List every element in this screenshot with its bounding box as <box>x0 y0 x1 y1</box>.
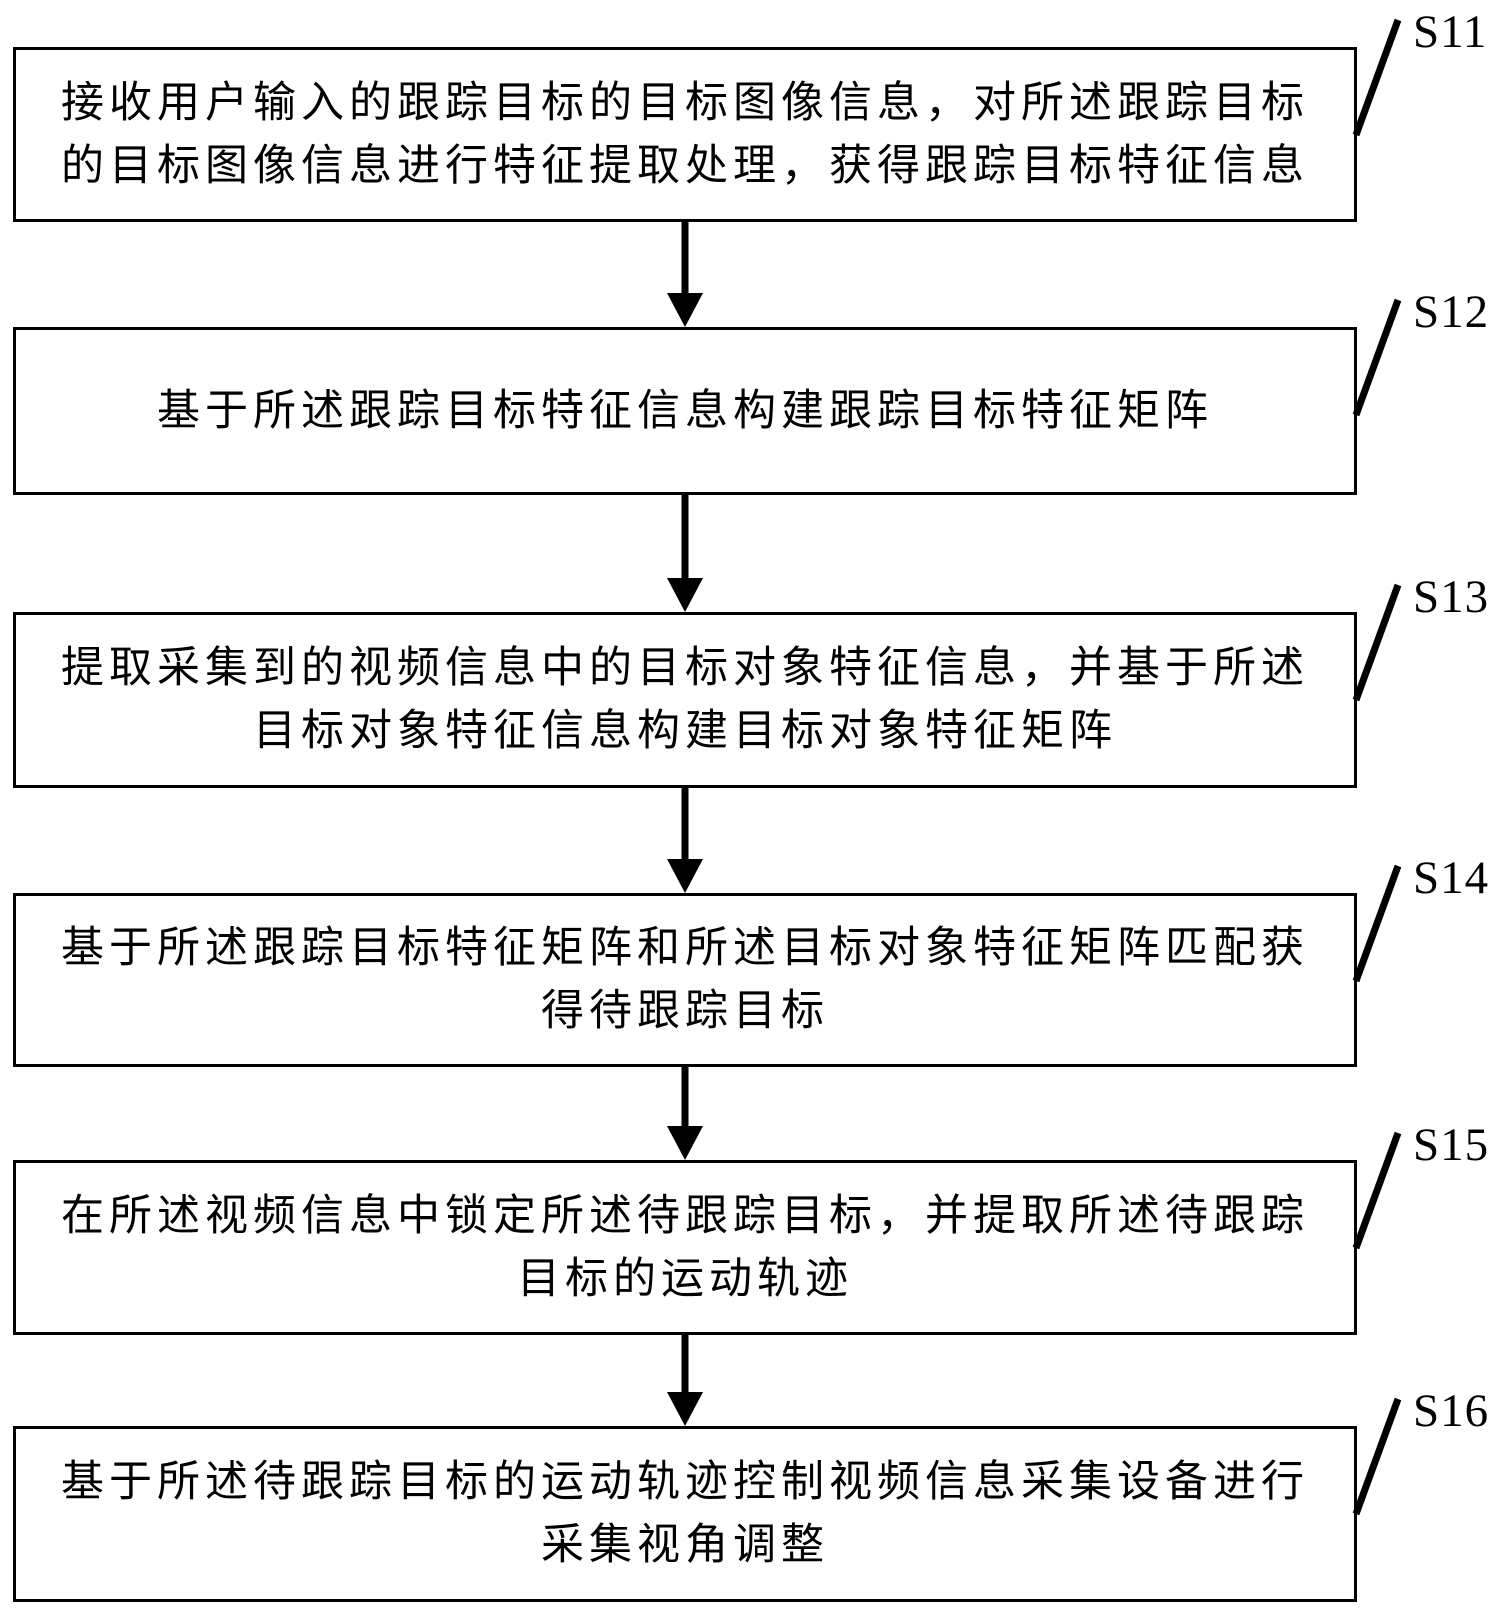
step-box-s12: 基于所述跟踪目标特征信息构建跟踪目标特征矩阵 <box>13 327 1357 495</box>
step-text-line: 基于所述跟踪目标特征矩阵和所述目标对象特征矩阵匹配获 <box>61 925 1309 972</box>
label-slash-icon <box>1352 864 1402 983</box>
step-label-s15: S15 <box>1413 1119 1490 1171</box>
down-arrow-icon <box>667 220 703 327</box>
step-label-s13: S13 <box>1413 571 1490 623</box>
step-text-line: 接收用户输入的跟踪目标的目标图像信息，对所述跟踪目标 <box>61 79 1309 127</box>
step-box-s15: 在所述视频信息中锁定所述待跟踪目标，并提取所述待跟踪 目标的运动轨迹 <box>13 1160 1357 1335</box>
step-text-line: 采集视角调整 <box>541 1522 829 1569</box>
label-slash-icon <box>1352 1131 1402 1250</box>
down-arrow-icon <box>667 493 703 612</box>
step-text-line: 基于所述待跟踪目标的运动轨迹控制视频信息采集设备进行 <box>61 1459 1309 1506</box>
step-label-s14: S14 <box>1413 852 1490 904</box>
step-label-s11: S11 <box>1413 6 1488 58</box>
step-text-line: 在所述视频信息中锁定所述待跟踪目标，并提取所述待跟踪 <box>61 1192 1309 1240</box>
step-box-s13: 提取采集到的视频信息中的目标对象特征信息，并基于所述 目标对象特征信息构建目标对… <box>13 612 1357 788</box>
label-slash-icon <box>1352 18 1402 137</box>
down-arrow-icon <box>667 786 703 893</box>
step-text-line: 目标对象特征信息构建目标对象特征矩阵 <box>253 708 1117 755</box>
label-slash-icon <box>1352 298 1402 417</box>
down-arrow-icon <box>667 1065 703 1160</box>
step-box-s14: 基于所述跟踪目标特征矩阵和所述目标对象特征矩阵匹配获 得待跟踪目标 <box>13 893 1357 1067</box>
label-slash-icon <box>1352 583 1402 702</box>
step-box-s11: 接收用户输入的跟踪目标的目标图像信息，对所述跟踪目标 的目标图像信息进行特征提取… <box>13 47 1357 222</box>
step-text-line: 的目标图像信息进行特征提取处理，获得跟踪目标特征信息 <box>61 142 1309 190</box>
step-text-line: 目标的运动轨迹 <box>517 1255 853 1303</box>
step-text-line: 得待跟踪目标 <box>541 988 829 1035</box>
label-slash-icon <box>1352 1397 1402 1516</box>
step-text-line: 提取采集到的视频信息中的目标对象特征信息，并基于所述 <box>61 645 1309 692</box>
step-box-s16: 基于所述待跟踪目标的运动轨迹控制视频信息采集设备进行 采集视角调整 <box>13 1426 1357 1602</box>
step-label-s12: S12 <box>1413 286 1490 338</box>
down-arrow-icon <box>667 1333 703 1426</box>
step-text-line: 基于所述跟踪目标特征信息构建跟踪目标特征矩阵 <box>157 387 1213 435</box>
step-label-s16: S16 <box>1413 1385 1490 1437</box>
